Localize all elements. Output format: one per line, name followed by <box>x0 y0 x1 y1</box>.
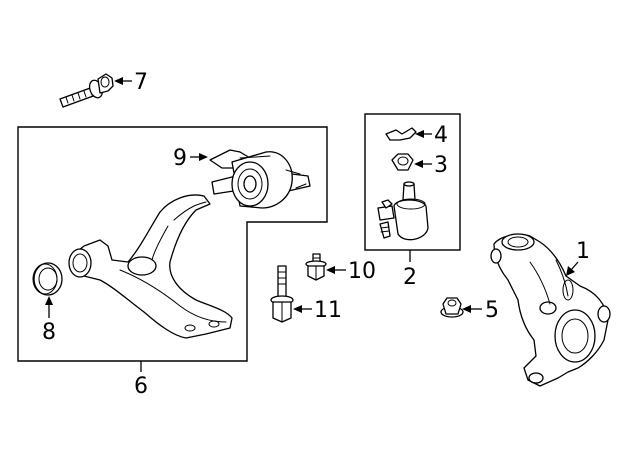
leader-4 <box>415 130 432 138</box>
nut-5 <box>440 297 464 318</box>
callout-1: 1 <box>576 239 590 264</box>
callout-10: 10 <box>348 259 376 284</box>
callout-3: 3 <box>434 153 448 178</box>
steering-knuckle-1 <box>490 233 611 387</box>
callout-11: 11 <box>314 298 342 323</box>
lower-control-arm-6 <box>68 194 233 339</box>
callout-9: 9 <box>173 146 187 171</box>
callout-2: 2 <box>403 265 417 290</box>
leader-8 <box>45 296 53 318</box>
leader-11 <box>293 305 312 313</box>
leader-9 <box>190 153 208 161</box>
leader-10 <box>326 266 346 274</box>
ball-joint-kit-frame <box>364 113 461 251</box>
leader-1 <box>566 261 579 276</box>
callout-8: 8 <box>42 320 56 345</box>
callout-5: 5 <box>485 298 499 323</box>
callout-7: 7 <box>134 70 148 95</box>
bushing-9 <box>209 149 311 209</box>
leader-3 <box>414 160 432 168</box>
clip-4 <box>385 127 417 141</box>
bolt-11 <box>270 265 294 323</box>
ball-joint <box>377 181 429 241</box>
leader-7 <box>114 77 132 85</box>
callout-6: 6 <box>134 374 148 399</box>
seal-ring-8 <box>32 262 63 296</box>
callout-4: 4 <box>434 123 448 148</box>
nut-3 <box>391 153 414 171</box>
bolt-10 <box>305 253 327 281</box>
leader-5 <box>462 305 482 313</box>
control-arm-assembly-frame <box>17 126 328 362</box>
bolt-7 <box>59 73 114 108</box>
